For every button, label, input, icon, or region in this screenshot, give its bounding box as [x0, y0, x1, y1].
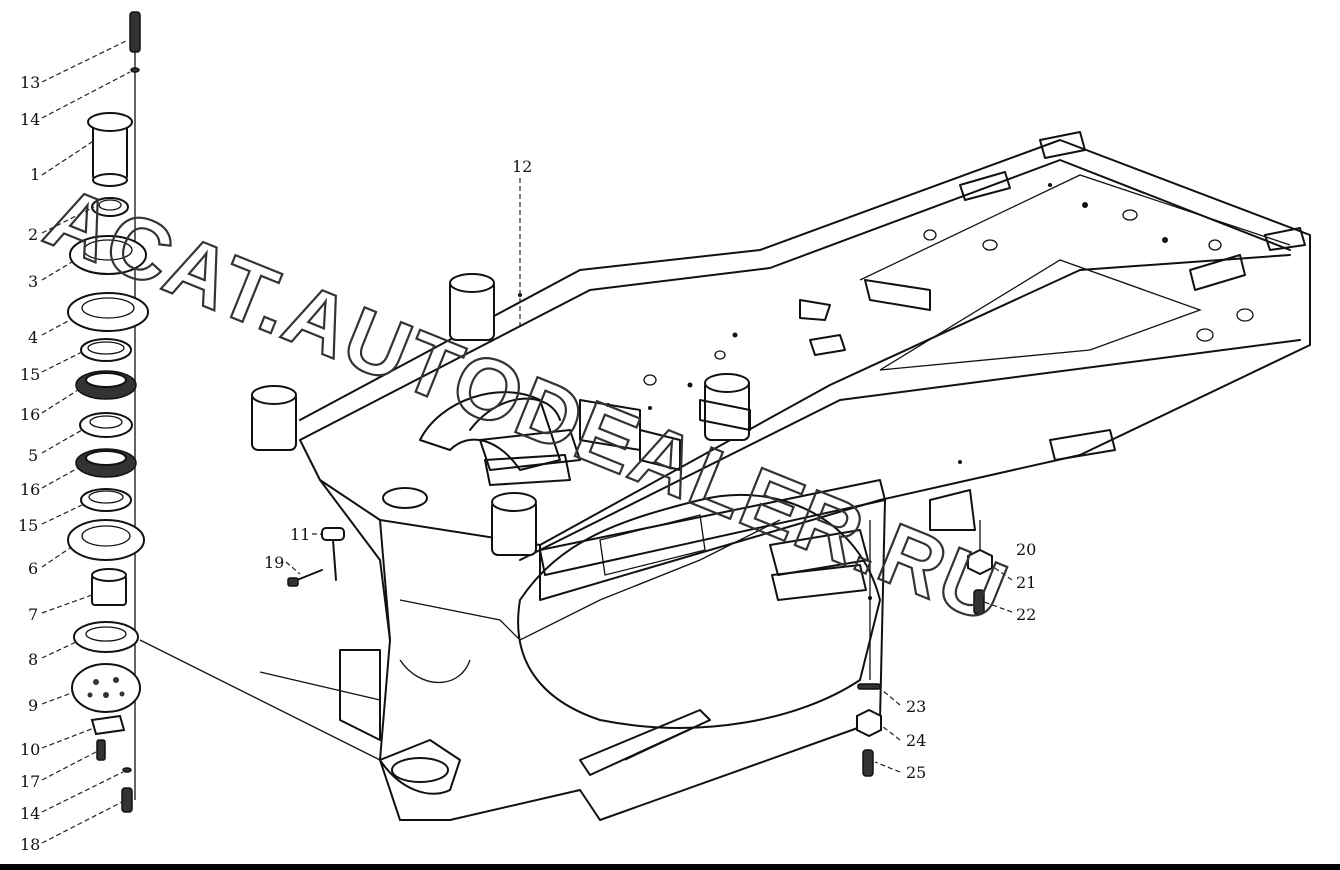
callout-14: 14 — [20, 110, 40, 129]
callout-14b: 14 — [20, 804, 40, 823]
watermark: ACAT.AUTODEALER.RU — [33, 169, 1021, 643]
callout-22: 22 — [1016, 605, 1036, 624]
callout-23: 23 — [906, 697, 926, 716]
callout-5: 5 — [28, 446, 38, 465]
callout-16b: 16 — [20, 480, 40, 499]
pin-bearing-stack — [67, 11, 149, 813]
rear-frame-assembly — [139, 131, 1311, 821]
callout-3: 3 — [28, 272, 38, 291]
callout-18: 18 — [20, 835, 40, 854]
callout-19: 19 — [264, 553, 284, 572]
callout-25: 25 — [906, 763, 926, 782]
callout-2: 2 — [28, 225, 38, 244]
callout-15: 15 — [20, 365, 40, 384]
callout-17: 17 — [20, 772, 40, 791]
callout-11: 11 — [290, 525, 310, 544]
callout-labels: 13 14 1 2 3 4 15 16 5 16 15 6 7 8 9 10 1… — [18, 73, 1036, 854]
callout-24: 24 — [906, 731, 926, 750]
callout-7: 7 — [28, 605, 38, 624]
callout-12: 12 — [512, 157, 532, 176]
leader-lines — [41, 39, 1013, 844]
callout-4: 4 — [28, 328, 38, 347]
bottom-border — [0, 864, 1340, 870]
callout-15b: 15 — [18, 516, 38, 535]
callout-21: 21 — [1016, 573, 1036, 592]
callout-1: 1 — [30, 165, 40, 184]
callout-10: 10 — [20, 740, 40, 759]
callout-16: 16 — [20, 405, 40, 424]
callout-9: 9 — [28, 696, 38, 715]
callout-13: 13 — [20, 73, 40, 92]
callout-20: 20 — [1016, 540, 1036, 559]
callout-8: 8 — [28, 650, 38, 669]
callout-6: 6 — [28, 559, 38, 578]
mount-fasteners — [287, 520, 993, 777]
